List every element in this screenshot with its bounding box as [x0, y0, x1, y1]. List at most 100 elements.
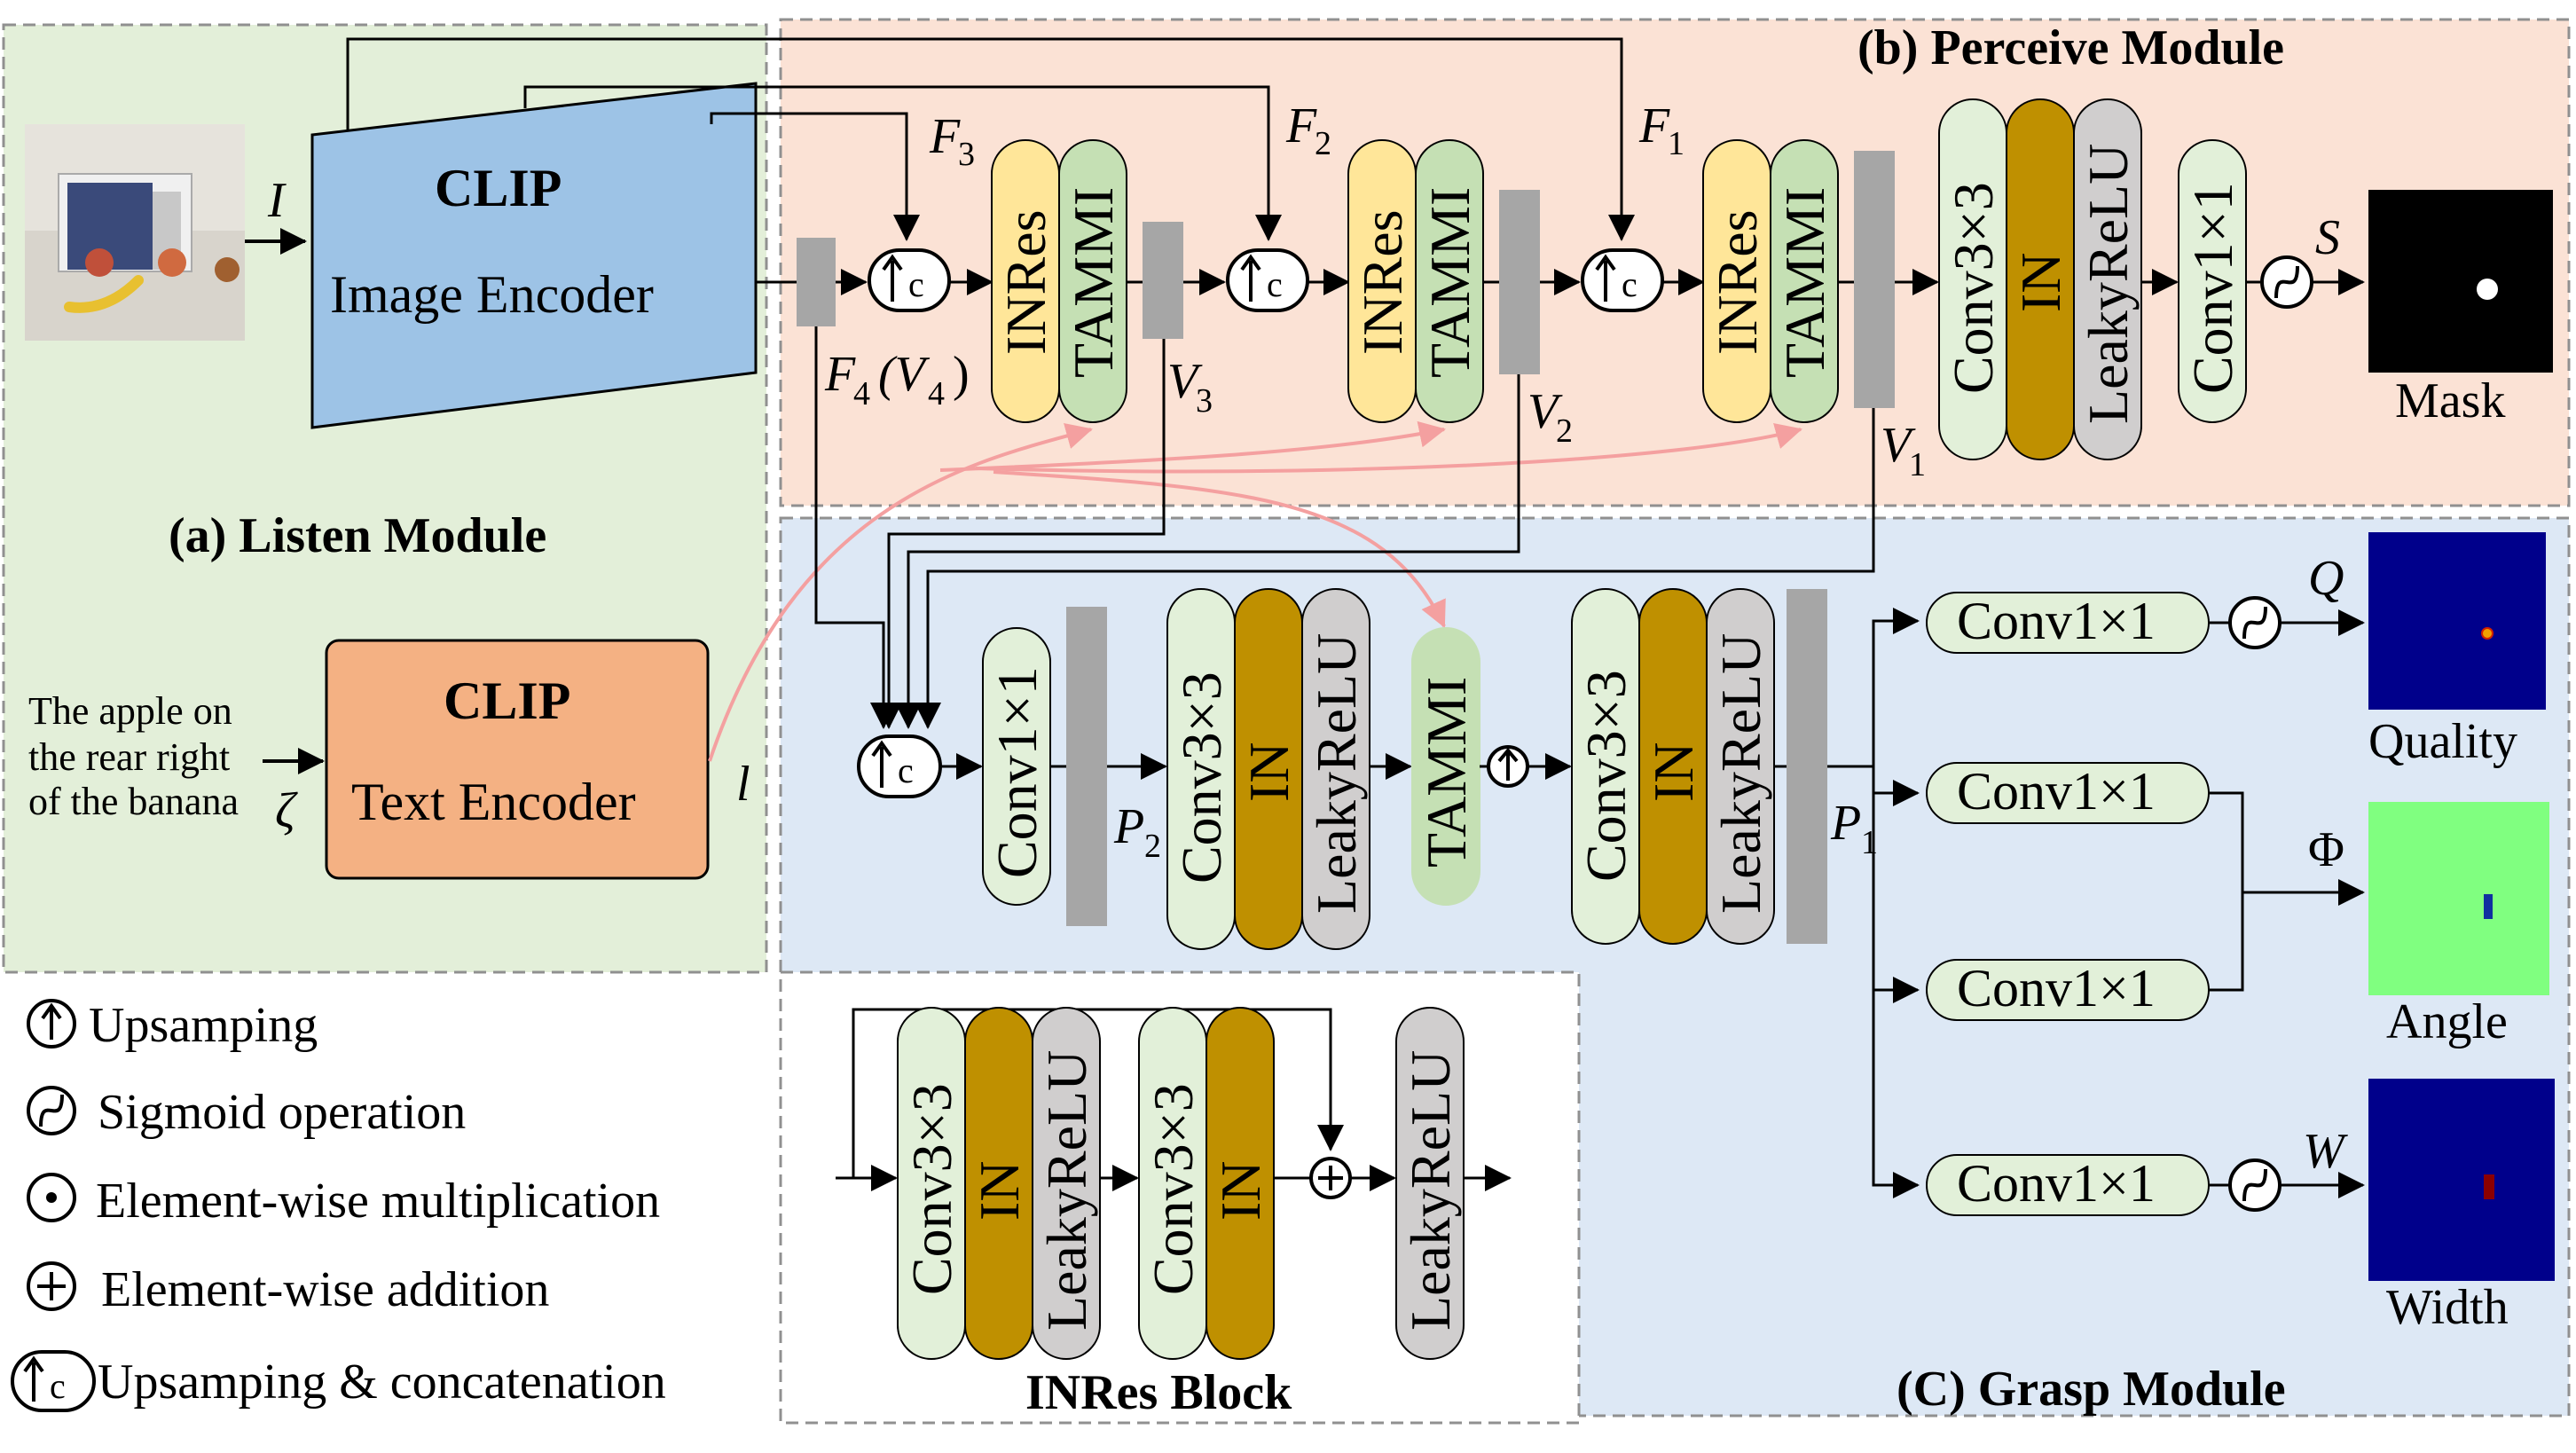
- grasp-tammi-label: TAMMI: [1415, 677, 1478, 868]
- svg-text:4: 4: [853, 375, 870, 412]
- svg-text:c: c: [1267, 264, 1283, 304]
- perceive-conv1x1-label: Conv1×1: [2181, 182, 2244, 394]
- grasp-in-a-label: IN: [1237, 742, 1300, 802]
- svg-text:P: P: [1113, 799, 1144, 854]
- perceive-in-label: IN: [2009, 252, 2072, 312]
- tammi-label-2: TAMMI: [1418, 187, 1481, 378]
- svg-text:4: 4: [928, 375, 945, 412]
- legend-sigmoid: Sigmoid operation: [27, 1085, 466, 1140]
- svg-text:1: 1: [1668, 125, 1685, 162]
- inres-detail-leakyrelu-b-label: LeakyReLU: [1399, 1050, 1462, 1331]
- clip-text-subtitle: Text Encoder: [351, 773, 636, 831]
- perceive-conv3x3-label: Conv3×3: [1942, 182, 2005, 394]
- svg-text:Element-wise multiplication: Element-wise multiplication: [96, 1174, 660, 1229]
- svg-text:Sigmoid operation: Sigmoid operation: [98, 1085, 466, 1140]
- tammi-label-1: TAMMI: [1062, 187, 1125, 378]
- svg-text:Upsamping & concatenation: Upsamping & concatenation: [98, 1355, 666, 1410]
- svg-text:3: 3: [958, 136, 975, 173]
- perceive-module-title: (b) Perceive Module: [1857, 20, 2284, 75]
- upsample-concat-icon: c: [857, 734, 942, 798]
- perceive-leakyrelu: [2073, 98, 2142, 460]
- clip-image-title: CLIP: [435, 159, 562, 217]
- mask-dot: [2477, 279, 2498, 300]
- F2-label: F2: [1285, 98, 1331, 162]
- text-feature-l-label: l: [736, 757, 750, 812]
- grasp-conv3x3-a-label: Conv3×3: [1170, 672, 1233, 884]
- svg-text:Upsamping: Upsamping: [89, 998, 318, 1053]
- legend-upsample-concat: c Upsamping & concatenation: [11, 1350, 666, 1412]
- svg-text:F: F: [824, 347, 856, 402]
- V2-label: V2: [1528, 384, 1573, 450]
- quality-spot: [2481, 627, 2494, 640]
- svg-text:(V: (V: [878, 347, 931, 402]
- inres-detail-in-b-label: IN: [1209, 1160, 1272, 1221]
- mask-label: Mask: [2395, 373, 2505, 428]
- Phi-label: Φ: [2308, 822, 2344, 877]
- sigmoid-icon: [2260, 255, 2313, 309]
- svg-text:V: V: [1881, 418, 1916, 473]
- legend-multiplication: Element-wise multiplication: [27, 1173, 660, 1229]
- sigmoid-icon: [2228, 596, 2281, 649]
- svg-text:1: 1: [1861, 824, 1878, 861]
- quality-output-image: [2368, 532, 2546, 710]
- inres-detail-leakyrelu-b: [1395, 1007, 1465, 1360]
- legend-upsampling: Upsamping: [27, 998, 318, 1053]
- text-prompt-line2: the rear right: [28, 735, 230, 779]
- svg-text:2: 2: [1144, 828, 1161, 865]
- S-label: S: [2315, 210, 2340, 265]
- inres-label-2: INRes: [1351, 209, 1414, 355]
- svg-text:Element-wise addition: Element-wise addition: [101, 1262, 549, 1317]
- text-prompt-line1: The apple on: [28, 689, 232, 733]
- V3-label: V3: [1167, 354, 1213, 420]
- mask-output-image: [2368, 190, 2553, 373]
- upsample-concat-icon: c: [1581, 248, 1664, 312]
- inres-detail-leakyrelu-a: [1032, 1007, 1101, 1360]
- grasp-leakyrelu-a-label: LeakyReLU: [1305, 633, 1368, 914]
- sigmoid-icon: [2228, 1158, 2281, 1212]
- svg-text:c: c: [908, 264, 924, 304]
- angle-output-image: [2368, 802, 2549, 995]
- svg-text:V: V: [1167, 354, 1203, 409]
- inres-detail-in-a-label: IN: [968, 1160, 1031, 1221]
- legend-addition: Element-wise addition: [27, 1261, 549, 1317]
- feature-map-P2: [1066, 607, 1107, 926]
- feature-map-V1: [1854, 151, 1895, 408]
- clip-image-subtitle: Image Encoder: [330, 265, 654, 324]
- tammi-label-3: TAMMI: [1773, 187, 1836, 378]
- quality-label: Quality: [2368, 714, 2517, 769]
- inres-detail-conv3x3-a-label: Conv3×3: [900, 1083, 963, 1295]
- width-output-image: [2368, 1079, 2555, 1281]
- clip-image-encoder: [310, 82, 758, 429]
- width-label: Width: [2386, 1280, 2509, 1335]
- svg-text:2: 2: [1556, 412, 1573, 450]
- angle-label: Angle: [2386, 994, 2508, 1049]
- angle-spot: [2484, 894, 2493, 919]
- quality-conv1x1-label: Conv1×1: [1957, 592, 2156, 650]
- grasp-module-title: (C) Grasp Module: [1897, 1362, 2286, 1417]
- W-label: W: [2303, 1124, 2348, 1179]
- grasp-leakyrelu-b-label: LeakyReLU: [1709, 633, 1772, 914]
- svg-text:): ): [953, 347, 970, 402]
- feature-map-V3: [1143, 222, 1183, 339]
- upsample-concat-icon: c: [868, 248, 951, 312]
- svg-text:3: 3: [1196, 382, 1213, 420]
- inres-detail-in-b: [1206, 1007, 1275, 1360]
- input-scene-image: [25, 124, 245, 341]
- inres-label-3: INRes: [1706, 209, 1769, 355]
- image-input-label: I: [267, 173, 287, 228]
- Q-label: Q: [2308, 551, 2344, 606]
- grasp-in-b-label: IN: [1642, 742, 1705, 802]
- width-conv1x1-label: Conv1×1: [1957, 1154, 2156, 1213]
- clip-text-title: CLIP: [444, 672, 570, 730]
- inres-block-title: INRes Block: [1025, 1365, 1292, 1420]
- svg-text:F: F: [929, 109, 961, 164]
- feature-map-P1: [1787, 589, 1827, 944]
- grasp-leakyrelu-a: [1301, 588, 1370, 950]
- svg-text:2: 2: [1315, 125, 1331, 162]
- svg-text:c: c: [50, 1366, 66, 1406]
- grasp-conv1x1-a-label: Conv1×1: [986, 666, 1048, 878]
- svg-text:c: c: [1622, 264, 1637, 304]
- width-spot: [2484, 1174, 2494, 1199]
